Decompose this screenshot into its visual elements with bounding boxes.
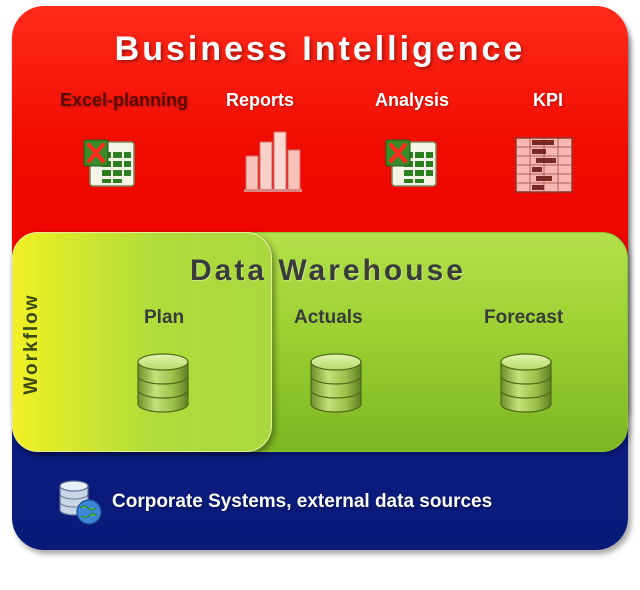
workflow-label: Workflow bbox=[21, 293, 42, 395]
database-icon bbox=[308, 352, 364, 419]
bar-chart-icon bbox=[242, 128, 302, 199]
forecast-label: Forecast bbox=[484, 307, 564, 328]
excel-planning-label: Excel-planning bbox=[60, 90, 189, 110]
database-icon bbox=[498, 352, 554, 419]
business-intelligence-title: Business Intelligence bbox=[114, 30, 526, 68]
reports-label: Reports bbox=[226, 90, 295, 110]
plan-label: Plan bbox=[144, 307, 185, 328]
data-warehouse-title: Data Warehouse bbox=[190, 254, 466, 287]
kpi-label: KPI bbox=[533, 90, 564, 110]
kpi-table-icon bbox=[514, 136, 574, 199]
excel-icon bbox=[384, 136, 440, 197]
database-icon bbox=[135, 352, 191, 419]
analysis-label: Analysis bbox=[375, 90, 450, 110]
database-globe-icon bbox=[56, 478, 104, 531]
actuals-label: Actuals bbox=[294, 307, 363, 328]
corporate-systems-label: Corporate Systems, external data sources bbox=[112, 491, 493, 512]
excel-icon bbox=[82, 136, 138, 197]
workflow-layer bbox=[12, 232, 272, 452]
